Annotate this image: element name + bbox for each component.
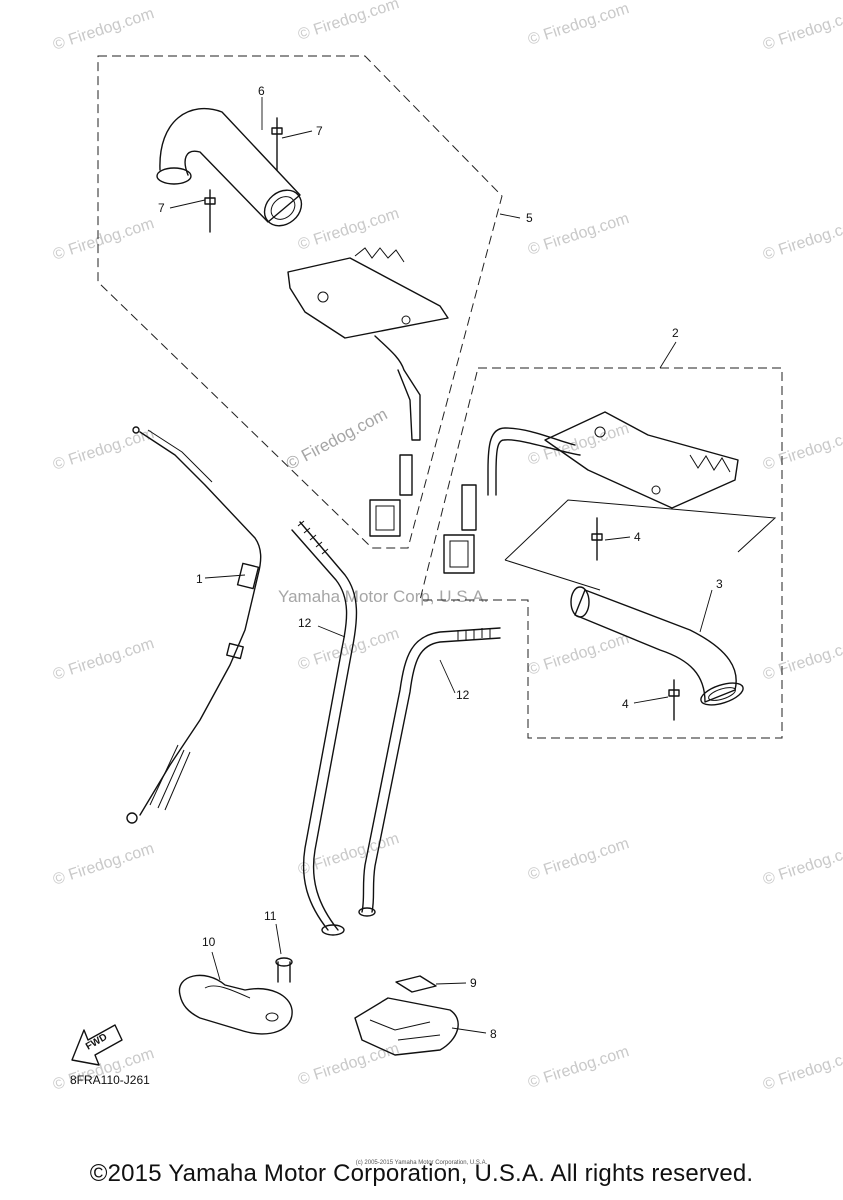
watermark: © Firedog.com — [526, 0, 631, 49]
callout-1: 1 — [196, 572, 203, 586]
sheet-outline — [504, 499, 777, 591]
pad-9 — [395, 975, 437, 993]
grip-bracket-10 — [178, 974, 293, 1035]
watermark: © Firedog.com — [296, 1040, 401, 1089]
rivet-7-top — [271, 117, 283, 171]
watermark: © Firedog.com — [761, 1045, 843, 1094]
throttle-cable-1 — [126, 426, 262, 824]
watermark: © Firedog.com — [51, 840, 156, 889]
watermark: © Firedog.com — [296, 205, 401, 254]
rivet-7-left — [204, 189, 216, 233]
watermark-manufacturer: Yamaha Motor Corp, U.S.A. — [278, 587, 488, 606]
heater-pad-5 — [287, 247, 449, 537]
assembly-outline-2 — [419, 367, 783, 739]
watermark: © Firedog.com — [296, 0, 401, 44]
watermark: © Firedog.com — [761, 635, 843, 684]
elbow-boot-6 — [156, 107, 303, 227]
callout-4: 4 — [634, 530, 641, 544]
bolt-11 — [275, 957, 293, 983]
callout-3: 3 — [716, 577, 723, 591]
callout-10: 10 — [202, 935, 216, 949]
watermark: © Firedog.com — [761, 5, 843, 54]
watermark: © Firedog.com — [51, 635, 156, 684]
copyright-footer: ©2015 Yamaha Motor Corporation, U.S.A. A… — [89, 1160, 754, 1187]
fine-print: (c) 2005-2015 Yamaha Motor Corporation, … — [355, 1160, 488, 1166]
watermark: © Firedog.com — [761, 215, 843, 264]
leader-lines — [169, 97, 713, 1034]
callout-12: 12 — [298, 616, 312, 630]
watermark: © Firedog.com — [526, 210, 631, 259]
watermark-center: © Firedog.com — [283, 404, 391, 473]
hose-12-right — [358, 627, 501, 917]
watermark: © Firedog.com — [526, 630, 631, 679]
heater-pad-2 — [443, 411, 739, 574]
callout-7: 7 — [316, 124, 323, 138]
rivet-4-top — [591, 517, 603, 561]
callout-8: 8 — [490, 1027, 497, 1041]
callout-12: 12 — [456, 688, 470, 702]
callout-2: 2 — [672, 326, 679, 340]
callout-11: 11 — [264, 909, 277, 923]
watermark: © Firedog.com — [526, 420, 631, 469]
callout-7: 7 — [158, 201, 165, 215]
switch-holder-8 — [354, 997, 459, 1056]
callouts: 1 2 3 4 4 5 6 7 7 8 9 10 11 12 12 — [158, 84, 723, 1041]
elbow-boot-3 — [570, 586, 744, 706]
callout-9: 9 — [470, 976, 477, 990]
watermark: © Firedog.com — [761, 425, 843, 474]
watermark: © Firedog.com — [296, 830, 401, 879]
watermark: © Firedog.com — [761, 840, 843, 889]
watermark-grid: © Firedog.com © Firedog.com © Firedog.co… — [51, 0, 843, 1094]
callout-4: 4 — [622, 697, 629, 711]
watermark: © Firedog.com — [526, 835, 631, 884]
diagram-code: 8FRA110-J261 — [70, 1073, 150, 1087]
rivet-4-bottom — [668, 679, 680, 721]
callout-5: 5 — [526, 211, 533, 225]
callout-6: 6 — [258, 84, 265, 98]
watermark: © Firedog.com — [526, 1043, 631, 1092]
assembly-outline-5 — [97, 55, 503, 549]
watermark: © Firedog.com — [51, 5, 156, 54]
hose-12-left — [291, 520, 358, 936]
watermark: © Firedog.com — [51, 215, 156, 264]
